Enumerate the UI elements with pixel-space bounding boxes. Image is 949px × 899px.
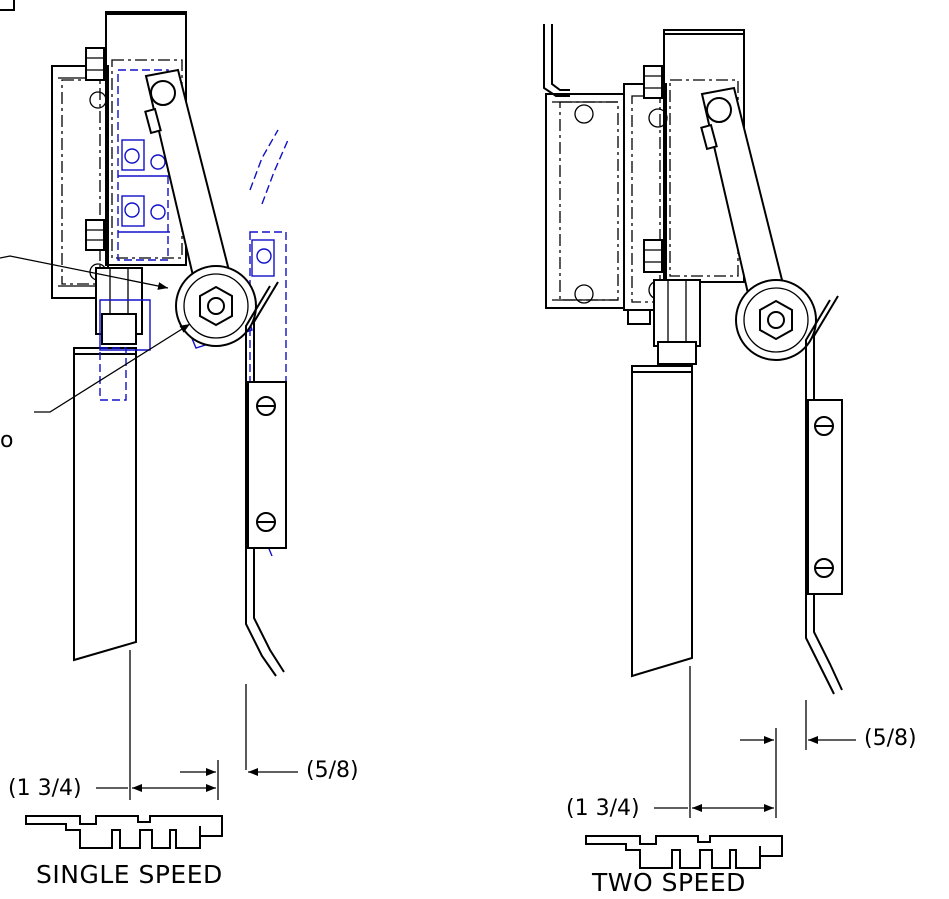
single-speed-caption: SINGLE SPEED	[36, 860, 223, 889]
frame-corner	[0, 0, 15, 11]
deflector-rail-two	[805, 295, 843, 695]
lower-bracket-two	[627, 279, 701, 365]
roller-wheel-two	[735, 279, 817, 361]
blade-two	[631, 365, 693, 678]
rail-profile-single	[25, 815, 223, 849]
mounting-plate	[51, 65, 109, 299]
callout-leaders	[0, 255, 191, 413]
bolt-middle	[85, 219, 105, 251]
two-speed-view	[543, 24, 856, 869]
callout-fragment: o	[0, 428, 14, 453]
roller-wheel	[175, 265, 257, 347]
single-dim-left: (1 3/4)	[8, 776, 82, 801]
bolt-top	[85, 47, 107, 109]
inner-plate-two	[623, 83, 668, 311]
lower-bracket	[95, 267, 143, 345]
dimension-lines-single	[96, 650, 298, 800]
two-dim-left: (1 3/4)	[566, 796, 640, 821]
single-speed-view	[0, 0, 298, 849]
top-bracket	[543, 24, 570, 97]
bolt-top-two	[643, 65, 663, 99]
dimension-lines-two	[654, 666, 856, 818]
two-speed-caption: TWO SPEED	[592, 868, 746, 897]
mounting-plate-two	[545, 93, 625, 309]
deflector-rail	[245, 281, 287, 677]
two-dim-right: (5/8)	[864, 726, 917, 751]
single-dim-right: (5/8)	[306, 758, 359, 783]
rail-profile-two	[585, 835, 783, 869]
bolt-middle-two	[643, 239, 663, 273]
